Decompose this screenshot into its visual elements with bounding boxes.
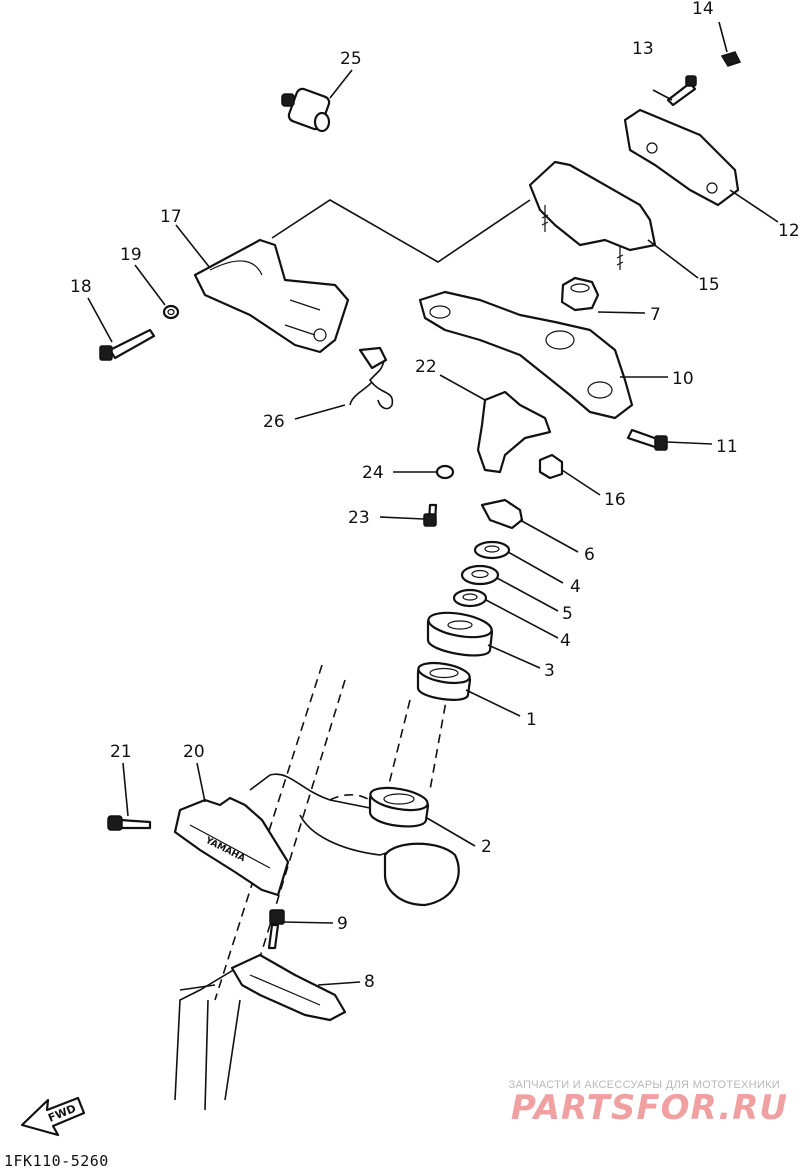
part-10-upper-bracket [418, 290, 634, 420]
callout-4-lower: 4 [560, 631, 571, 651]
part-22-bracket [476, 390, 552, 474]
callout-16: 16 [604, 490, 626, 510]
part-19-washer [162, 304, 180, 320]
callout-7: 7 [650, 305, 661, 325]
part-24-nut [435, 464, 455, 480]
callout-14: 14 [692, 0, 714, 19]
part-12-upper-holder [623, 108, 740, 207]
callout-8: 8 [364, 972, 375, 992]
callout-13: 13 [632, 39, 654, 59]
part-17-handlebar-holder [193, 238, 350, 354]
callout-4-upper: 4 [570, 577, 581, 597]
part-2-bearing-lower [368, 786, 430, 828]
part-4-washer-lower [452, 588, 488, 608]
part-25-switch [281, 87, 331, 133]
part-4-washer-upper [473, 540, 511, 560]
callout-5: 5 [562, 604, 573, 624]
callout-25: 25 [340, 49, 362, 69]
callout-12: 12 [778, 221, 800, 241]
callout-labels: 25 17 19 18 26 22 24 23 14 13 12 15 7 10… [70, 0, 800, 992]
part-9-bolt [267, 909, 285, 950]
callout-21: 21 [110, 742, 132, 762]
callout-10: 10 [672, 369, 694, 389]
part-15-handlebar-upper [528, 160, 657, 270]
callout-24: 24 [362, 463, 384, 483]
callout-26: 26 [263, 412, 285, 432]
callout-3: 3 [544, 661, 555, 681]
callout-22: 22 [415, 357, 437, 377]
callout-1: 1 [526, 710, 537, 730]
callout-2: 2 [481, 837, 492, 857]
part-23-bolt [423, 503, 438, 527]
callout-19: 19 [120, 245, 142, 265]
callout-9: 9 [337, 914, 348, 934]
callout-18: 18 [70, 277, 92, 297]
part-5-ring-nut [460, 564, 500, 586]
part-20-emblem-bracket: YAMAHA [173, 796, 290, 897]
watermark-logo: PARTSFOR.RU [510, 1088, 788, 1128]
leader-lines [87, 21, 779, 986]
fwd-arrow-icon: FWD [20, 1096, 86, 1137]
part-11-bolt [626, 428, 668, 451]
part-3-cover [426, 611, 494, 657]
part-13-bolt [666, 75, 697, 107]
part-6-lock-washer [480, 498, 524, 530]
part-26-cable-clip [349, 346, 394, 410]
callout-17: 17 [160, 207, 182, 227]
part-21-bolt [107, 815, 152, 831]
callout-11: 11 [716, 437, 738, 457]
part-8-cable-guide [230, 953, 347, 1022]
callout-20: 20 [183, 742, 205, 762]
part-18-bolt [99, 328, 156, 361]
callout-15: 15 [698, 275, 720, 295]
part-14-cap [720, 51, 742, 67]
part-16-nut [538, 453, 564, 480]
callout-23: 23 [348, 508, 370, 528]
part-1-bearing-upper [416, 661, 472, 701]
watermark-caption: ЗАПЧАСТИ И АКСЕССУАРЫ ДЛЯ МОТОТЕХНИКИ [508, 1079, 780, 1091]
callout-6: 6 [584, 545, 595, 565]
catalog-code: 1FK110-5260 [4, 1152, 109, 1170]
frame-outline [174, 664, 460, 1111]
part-7-nut [560, 276, 600, 312]
